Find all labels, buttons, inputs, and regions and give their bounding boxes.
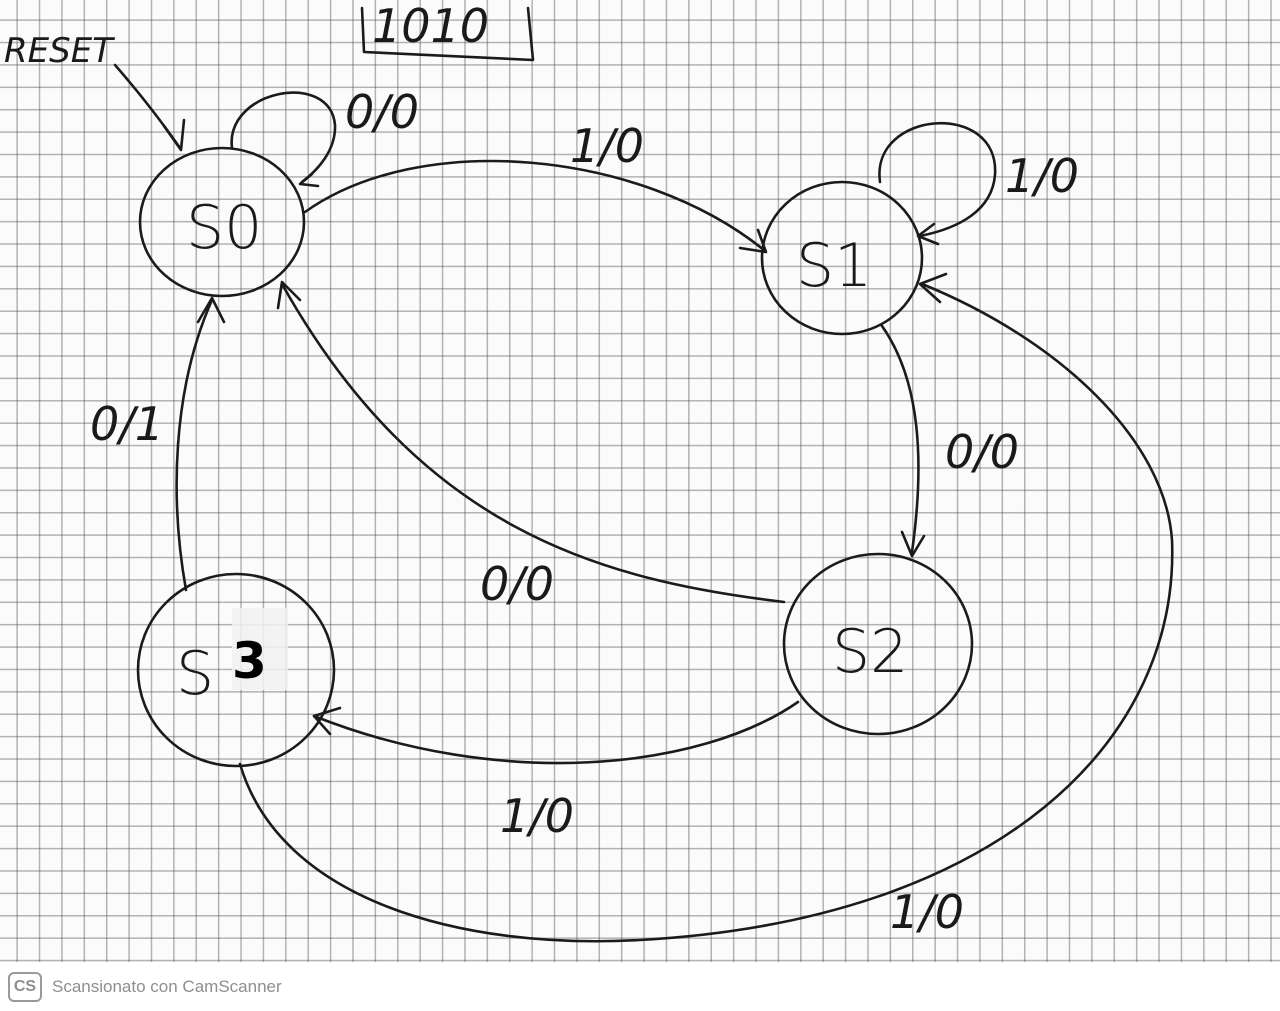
transition-S3-S0: 0/1 bbox=[90, 296, 226, 592]
state-S1-circle bbox=[760, 180, 924, 336]
header-sequence-box: 1010 bbox=[360, 0, 535, 62]
state-S3-circle bbox=[136, 572, 336, 768]
state-S0: S0 bbox=[138, 146, 306, 298]
state-S3-label: S bbox=[176, 639, 214, 709]
camscanner-caption: Scansionato con CamScanner bbox=[52, 976, 282, 996]
state-S0-circle bbox=[138, 146, 306, 298]
transition-S0-S1-label: 1/0 bbox=[570, 119, 644, 173]
camscanner-logo: CS bbox=[8, 971, 42, 1002]
state-S2: S2 bbox=[782, 552, 974, 736]
state-diagram: 1010 RESET S0 S1 S2 S 3 bbox=[4, 0, 1174, 943]
transition-S2-S3: 1/0 bbox=[312, 700, 800, 843]
transition-S0-S1-arrow bbox=[738, 228, 768, 254]
transition-S2-S3-line bbox=[312, 700, 800, 765]
transition-S0-S0-line bbox=[230, 91, 337, 184]
transition-S2-S3-arrow bbox=[312, 706, 342, 736]
state-S2-label: S2 bbox=[832, 617, 908, 687]
transition-S3-S1: 1/0 bbox=[238, 272, 1174, 943]
transition-S2-S0-arrow bbox=[276, 280, 302, 310]
transition-S2-S0-line bbox=[280, 282, 786, 604]
transition-S1-S1: 1/0 bbox=[878, 121, 1079, 246]
state-S1: S1 bbox=[760, 180, 924, 336]
transition-S2-S3-label: 1/0 bbox=[500, 789, 574, 843]
transition-S1-S2-arrow bbox=[900, 530, 926, 558]
transition-S3-S0-line bbox=[175, 298, 214, 592]
transition-S3-S0-arrow bbox=[196, 296, 226, 324]
reset-label: RESET bbox=[4, 31, 115, 71]
transition-S3-S1-line bbox=[238, 282, 1174, 943]
reset-arrow-head bbox=[162, 118, 186, 152]
scanner-footer: CS Scansionato con CamScanner bbox=[0, 962, 1280, 1011]
grid-paper-background bbox=[0, 0, 1280, 962]
transition-S3-S1-arrow bbox=[918, 272, 948, 304]
transition-S2-S0-label: 0/0 bbox=[480, 557, 554, 611]
transition-S0-S0-label: 0/0 bbox=[345, 85, 419, 139]
state-S3: S 3 bbox=[136, 572, 336, 768]
header-sequence-text: 1010 bbox=[372, 0, 489, 53]
reset-indicator: RESET bbox=[4, 31, 186, 152]
transition-S0-S0: 0/0 bbox=[230, 85, 419, 188]
transition-S1-S1-arrow bbox=[916, 222, 940, 246]
transition-S0-S1-line bbox=[303, 159, 766, 252]
transition-S0-S0-arrow bbox=[298, 172, 320, 188]
transition-S1-S1-line bbox=[878, 121, 997, 238]
state-S3-patch bbox=[232, 608, 288, 690]
transition-S1-S1-label: 1/0 bbox=[1005, 149, 1079, 203]
transition-S3-S1-label: 1/0 bbox=[890, 885, 964, 939]
transition-S1-S2: 0/0 bbox=[880, 324, 1019, 558]
transition-S1-S2-line bbox=[880, 324, 920, 554]
transition-S3-S0-label: 0/1 bbox=[90, 397, 164, 451]
state-S3-digit: 3 bbox=[232, 632, 267, 690]
transition-S2-S0: 0/0 bbox=[276, 280, 786, 611]
state-S0-label: S0 bbox=[186, 193, 262, 263]
state-S2-circle bbox=[782, 552, 974, 736]
transition-S1-S2-label: 0/0 bbox=[945, 425, 1019, 479]
state-S1-label: S1 bbox=[796, 231, 872, 301]
transition-S0-S1: 1/0 bbox=[303, 119, 768, 254]
